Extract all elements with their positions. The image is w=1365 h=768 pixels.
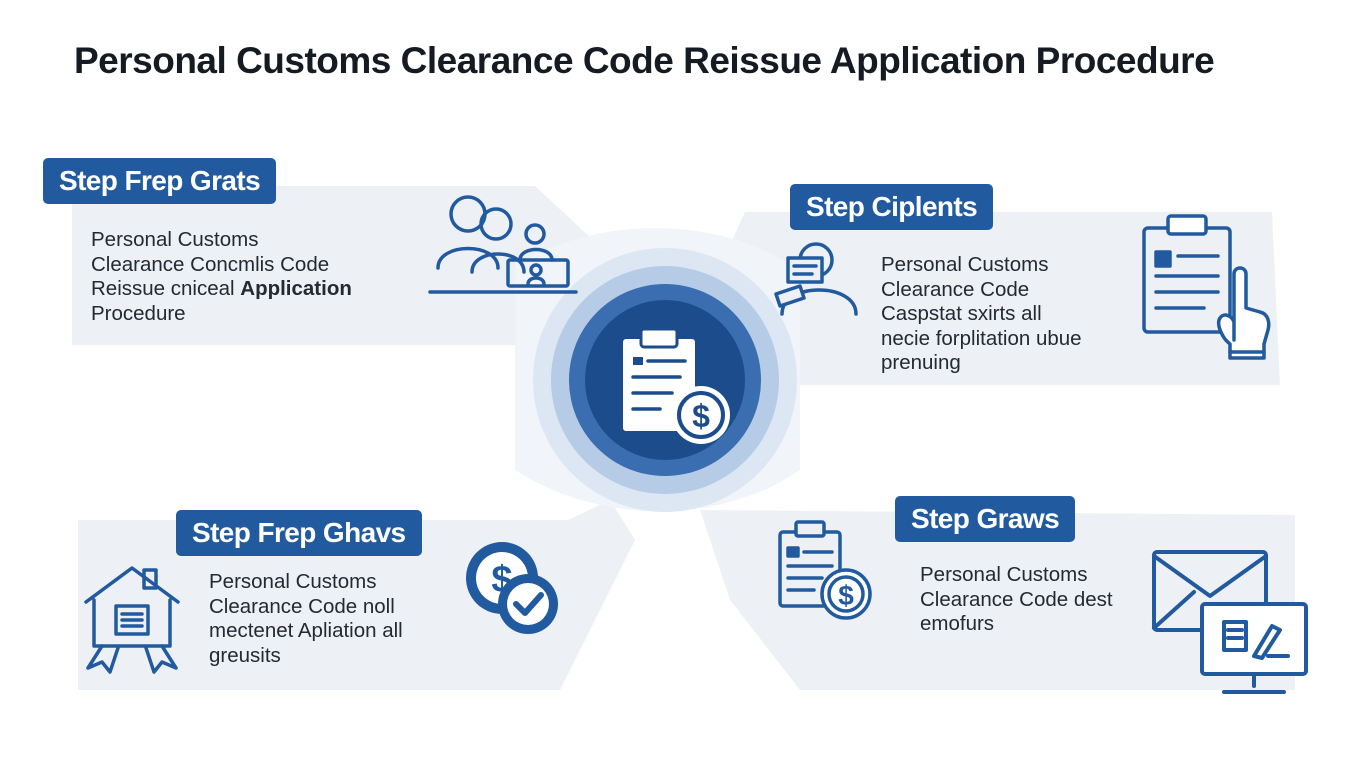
person-documents-icon: [774, 242, 858, 316]
step-3-badge: Step Frep Ghavs: [176, 510, 422, 556]
people-meeting-icon: [428, 195, 578, 294]
step-1-text: Personal Customs Clearance Concmlis Code…: [91, 228, 330, 300]
panel-step-1: [72, 186, 620, 345]
page-title: Personal Customs Clearance Code Reissue …: [74, 40, 1215, 81]
step-4-badge: Step Graws: [895, 496, 1076, 542]
clipboard-dollar-icon: $: [623, 327, 730, 444]
dollar-check-icon: $: [466, 542, 558, 634]
step-4-description: Personal Customs Clearance Code dest emo…: [920, 563, 1113, 635]
clipboard-hand-icon: [1142, 214, 1271, 360]
step-2-description: Personal Customs Clearance Code Caspstat…: [881, 253, 1082, 374]
step-1-description: Personal Customs Clearance Concmlis Code…: [91, 228, 352, 326]
step-1-text-end: Procedure: [91, 301, 186, 325]
svg-text:$: $: [692, 398, 710, 434]
center-hub: $: [533, 248, 797, 512]
mail-computer-icon: [1152, 550, 1308, 694]
step-2-badge: Step Ciplents: [790, 184, 994, 230]
clipboard-dollar-icon: $: [778, 520, 872, 620]
step-1-badge: Step Frep Grats: [43, 158, 277, 204]
step-1-text-bold: Application: [240, 277, 352, 300]
customs-house-icon: [84, 566, 180, 674]
panel-step-2: [705, 212, 1280, 385]
svg-text:$: $: [838, 580, 854, 611]
panel-step-4: [700, 510, 1295, 690]
step-3-description: Personal Customs Clearance Code noll mec…: [209, 570, 403, 667]
